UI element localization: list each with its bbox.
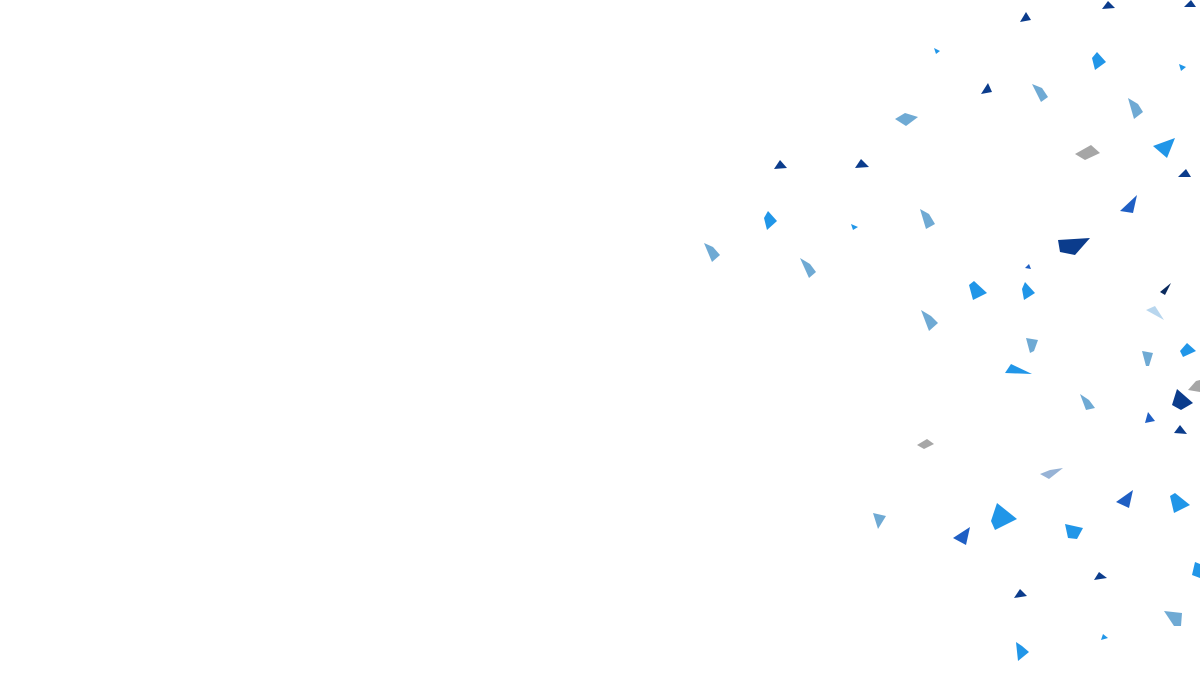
confetti-piece-icon xyxy=(1005,364,1032,374)
confetti-piece-icon xyxy=(1174,425,1187,434)
confetti-piece-icon xyxy=(1178,169,1191,177)
confetti-piece-icon xyxy=(1188,380,1200,392)
confetti-piece-icon xyxy=(1146,306,1164,320)
confetti-piece-icon xyxy=(704,243,720,262)
confetti-piece-icon xyxy=(1170,493,1190,513)
confetti-piece-icon xyxy=(1092,52,1106,70)
confetti-piece-icon xyxy=(953,527,970,545)
confetti-piece-icon xyxy=(991,503,1017,530)
confetti-piece-icon xyxy=(981,83,992,94)
confetti-piece-icon xyxy=(1180,343,1196,357)
confetti-piece-icon xyxy=(1142,351,1153,366)
confetti-piece-icon xyxy=(895,113,918,126)
confetti-piece-icon xyxy=(1164,611,1182,626)
confetti-piece-icon xyxy=(1120,195,1137,213)
confetti-piece-icon xyxy=(1032,84,1048,102)
confetti-piece-icon xyxy=(1022,282,1035,300)
confetti-piece-icon xyxy=(1065,524,1083,539)
confetti-piece-icon xyxy=(1153,138,1175,158)
confetti-piece-icon xyxy=(1101,634,1108,640)
confetti-piece-icon xyxy=(1128,98,1143,119)
confetti-piece-icon xyxy=(969,281,987,300)
confetti-piece-icon xyxy=(1145,412,1155,423)
confetti-piece-icon xyxy=(855,159,869,168)
confetti-piece-icon xyxy=(1184,0,1196,7)
confetti-piece-icon xyxy=(764,211,777,230)
confetti-piece-icon xyxy=(1080,394,1095,410)
confetti-piece-icon xyxy=(1172,389,1193,410)
confetti-piece-icon xyxy=(934,48,940,54)
confetti-piece-icon xyxy=(1075,145,1100,160)
confetti-piece-icon xyxy=(917,439,934,449)
confetti-piece-icon xyxy=(1025,264,1031,269)
confetti-piece-icon xyxy=(1016,642,1029,661)
confetti-piece-icon xyxy=(1058,238,1090,255)
confetti-piece-icon xyxy=(1192,562,1200,578)
confetti-piece-icon xyxy=(1020,12,1031,22)
confetti-piece-icon xyxy=(920,209,935,229)
confetti-piece-icon xyxy=(851,224,858,230)
confetti-piece-icon xyxy=(774,160,787,169)
confetti-piece-icon xyxy=(1102,1,1115,9)
confetti-piece-icon xyxy=(1040,468,1063,479)
confetti-piece-icon xyxy=(873,513,886,529)
confetti-piece-icon xyxy=(1116,490,1133,508)
confetti-piece-icon xyxy=(1094,572,1107,580)
confetti-piece-icon xyxy=(1179,64,1186,71)
confetti-piece-icon xyxy=(1160,283,1171,295)
confetti-piece-icon xyxy=(921,310,938,331)
confetti-piece-icon xyxy=(1014,589,1027,598)
confetti-piece-icon xyxy=(1026,338,1038,353)
confetti-piece-icon xyxy=(800,258,816,278)
